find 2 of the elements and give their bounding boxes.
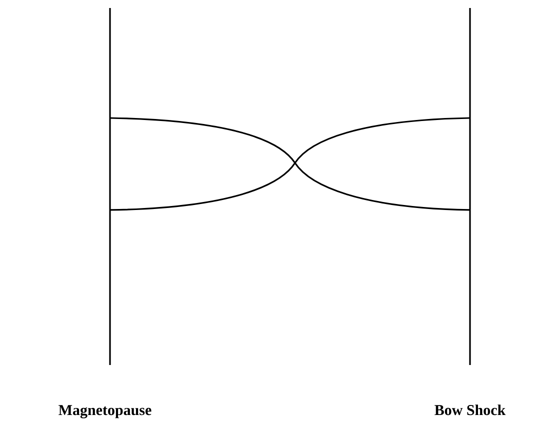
boundary-label: Magnetopause [58, 405, 152, 418]
boundary-label: Bow Shock [434, 404, 506, 416]
